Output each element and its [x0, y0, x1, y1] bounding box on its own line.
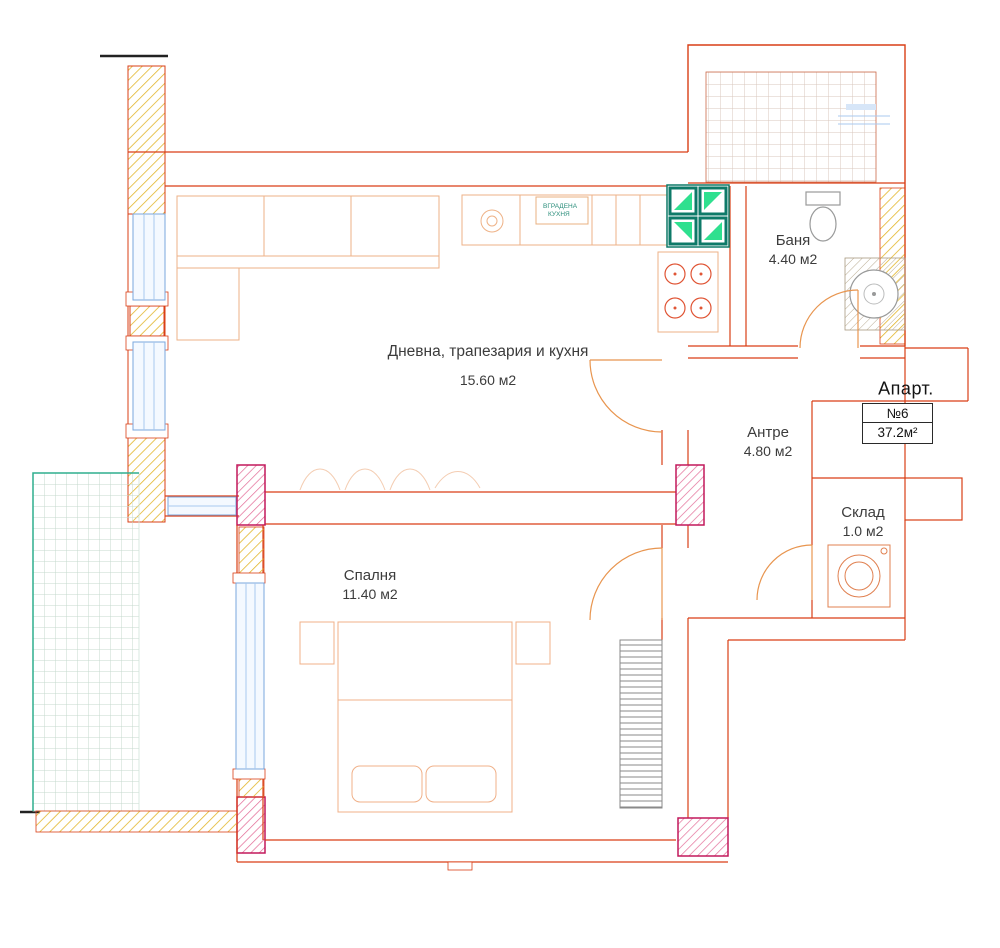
room-name: Дневна, трапезария и кухня — [387, 343, 589, 360]
title-block-table: №6 37.2м² — [862, 403, 933, 444]
column — [236, 796, 266, 854]
toilet-icon — [805, 191, 841, 242]
apartment-total-area: 37.2м² — [877, 425, 918, 440]
room-name: Склад — [841, 504, 885, 521]
middle-wall — [165, 491, 676, 525]
room-label-storage: Склад 1.0 м2 — [841, 504, 884, 540]
room-area: 15.60 м2 — [459, 372, 517, 388]
sofa-icon — [176, 195, 440, 341]
room-label-living: Дневна, трапезария и кухня 15.60 м2 — [388, 338, 589, 394]
kitchen-note-line2: КУХНЯ — [548, 211, 570, 218]
stove-icon — [657, 251, 719, 333]
room-label-antre: Антре 4.80 м2 — [744, 423, 793, 461]
room-label-bedroom: Спалня 11.40 м2 — [342, 566, 397, 604]
bathroom-south-wall — [688, 345, 905, 359]
kitchen-note-line1: ВГРАДЕНА — [543, 203, 578, 210]
apartment-number: №6 — [863, 404, 932, 423]
window — [132, 341, 166, 431]
wardrobe-icon — [619, 639, 663, 809]
column — [675, 464, 705, 526]
bathroom-tiles — [705, 71, 877, 183]
window — [235, 582, 265, 770]
room-area: 4.80 м2 — [743, 443, 793, 459]
room-name: Баня — [775, 232, 811, 249]
plant-decor — [299, 468, 481, 491]
kitchen-sink-icon — [666, 184, 730, 248]
living-antre-wall — [661, 430, 729, 818]
column — [677, 817, 729, 857]
room-area: 1.0 м2 — [842, 523, 884, 539]
washing-machine-icon — [827, 544, 891, 608]
top-wall — [128, 151, 688, 187]
room-label-bathroom: Баня 4.40 м2 — [769, 231, 818, 269]
right-walls — [688, 346, 969, 641]
room-area: 4.40 м2 — [768, 251, 818, 267]
column — [236, 464, 266, 526]
room-area: 11.40 м2 — [342, 586, 398, 602]
window — [167, 496, 237, 516]
door-arc — [589, 289, 859, 621]
bedroom-walls — [232, 525, 728, 871]
shower-icon — [844, 257, 906, 331]
apartment-title: Апарт. — [878, 378, 934, 399]
room-name: Спалня — [343, 567, 397, 584]
window — [132, 213, 166, 301]
terrace — [32, 472, 238, 833]
room-name: Антре — [747, 424, 789, 441]
plumbing-lines-icon — [838, 104, 890, 125]
bed-icon — [299, 621, 551, 813]
